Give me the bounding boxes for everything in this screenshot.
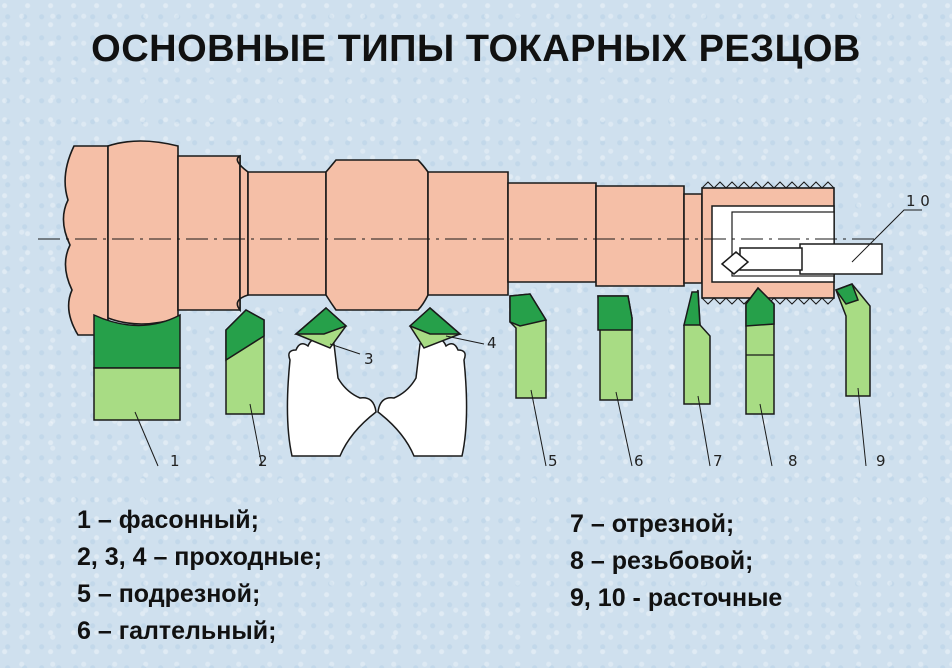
diagram-title: ОСНОВНЫЕ ТИПЫ ТОКАРНЫХ РЕЗЦОВ <box>91 28 861 70</box>
cutter-2 <box>225 309 265 467</box>
cutter-10 <box>720 209 922 275</box>
legend-item: 6 – галтельный; <box>77 617 277 645</box>
tool-label-9: 9 <box>876 452 886 470</box>
tool-label-1: 1 <box>170 452 180 470</box>
cutter-7 <box>683 289 711 467</box>
cutter-5 <box>509 293 548 467</box>
cutter-8 <box>745 286 775 467</box>
legend-item: 8 – резьбовой; <box>570 547 754 575</box>
cutter-3 <box>286 306 377 457</box>
legend-left: 1 – фасонный; 2, 3, 4 – проходные; 5 – п… <box>77 502 322 650</box>
cutter-1 <box>93 313 181 467</box>
tool-label-10: 1 0 <box>906 192 930 210</box>
tool-label-8: 8 <box>788 452 798 470</box>
cutter-6 <box>597 295 633 467</box>
tool-label-6: 6 <box>634 452 644 470</box>
tool-label-5: 5 <box>548 452 558 470</box>
tool-label-7: 7 <box>713 452 723 470</box>
legend-right: 7 – отрезной; 8 – резьбовой; 9, 10 - рас… <box>570 506 782 617</box>
tool-label-2: 2 <box>258 452 268 470</box>
legend-item: 7 – отрезной; <box>570 510 735 538</box>
legend-item: 9, 10 - расточные <box>570 584 783 612</box>
cutter-9 <box>834 283 871 467</box>
legend-item: 2, 3, 4 – проходные; <box>77 543 323 571</box>
legend-item: 5 – подрезной; <box>77 580 261 608</box>
tool-label-3: 3 <box>364 350 374 368</box>
tool-label-4: 4 <box>487 334 497 352</box>
legend-item: 1 – фасонный; <box>77 506 259 534</box>
cutter-4 <box>377 306 485 457</box>
